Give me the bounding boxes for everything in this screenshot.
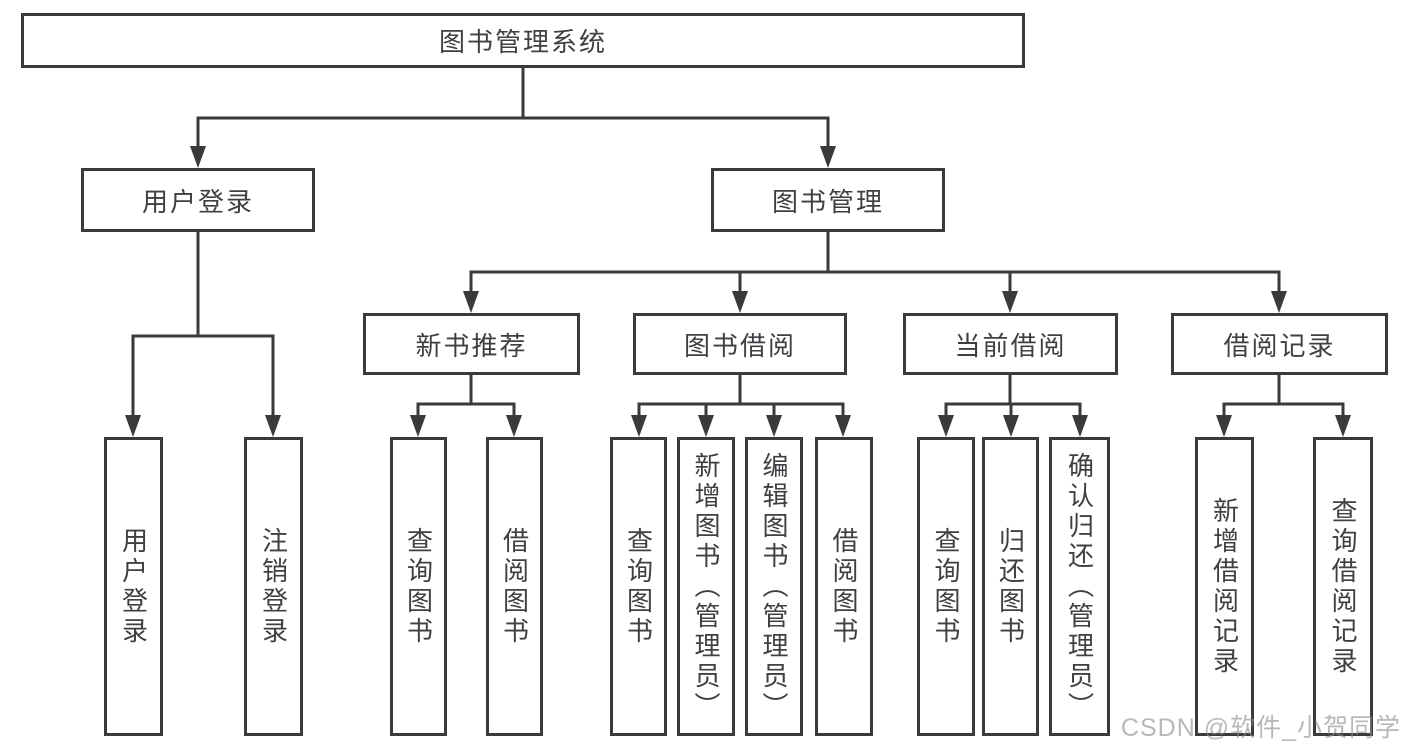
leaf-label: 编辑图书（管理员） [759, 451, 789, 722]
leaf-borrow-books-recommend: 借阅图书 [486, 437, 543, 736]
leaf-label: 用户登录 [118, 526, 149, 647]
node-label: 图书管理系统 [438, 27, 607, 57]
csdn-watermark: CSDN @软件_小贺同学 [1120, 714, 1401, 742]
leaf-label: 查询图书 [931, 526, 961, 647]
leaf-label: 借阅图书 [829, 526, 859, 647]
leaf-query-books-current: 查询图书 [917, 437, 975, 736]
node-borrowing-records: 借阅记录 [1171, 313, 1388, 375]
leaf-label: 新增借阅记录 [1209, 496, 1240, 677]
leaf-label: 查询借阅记录 [1328, 496, 1358, 677]
node-label: 借阅记录 [1223, 330, 1336, 361]
leaf-label: 确认归还（管理员） [1064, 451, 1095, 722]
node-book-borrowing: 图书借阅 [633, 313, 847, 375]
leaf-return-book: 归还图书 [982, 437, 1039, 736]
leaf-label: 查询图书 [623, 526, 654, 647]
leaf-label: 新增图书（管理员） [691, 451, 721, 722]
leaf-edit-book-admin: 编辑图书（管理员） [745, 437, 803, 736]
node-label: 图书管理 [771, 186, 884, 217]
leaf-label: 归还图书 [995, 526, 1026, 647]
node-label: 当前借阅 [954, 330, 1067, 361]
leaf-label: 注销登录 [258, 526, 289, 647]
node-book-management: 图书管理 [711, 168, 945, 232]
node-label: 新书推荐 [415, 330, 528, 361]
leaf-query-borrow-record: 查询借阅记录 [1313, 437, 1373, 736]
node-library-system: 图书管理系统 [21, 13, 1025, 68]
node-label: 用户登录 [141, 186, 254, 217]
node-label: 图书借阅 [683, 330, 796, 361]
leaf-borrow-books-borrowing: 借阅图书 [815, 437, 873, 736]
leaf-logout: 注销登录 [244, 437, 303, 736]
leaf-query-books-borrowing: 查询图书 [610, 437, 667, 736]
leaf-add-borrow-record: 新增借阅记录 [1195, 437, 1254, 736]
node-current-borrowing: 当前借阅 [903, 313, 1118, 375]
leaf-add-book-admin: 新增图书（管理员） [677, 437, 735, 736]
node-user-login-group: 用户登录 [81, 168, 315, 232]
leaf-label: 借阅图书 [499, 526, 530, 647]
node-new-book-recommend: 新书推荐 [363, 313, 580, 375]
leaf-query-books-recommend: 查询图书 [390, 437, 447, 736]
leaf-label: 查询图书 [403, 526, 434, 647]
leaf-user-login: 用户登录 [104, 437, 163, 736]
leaf-confirm-return-admin: 确认归还（管理员） [1049, 437, 1110, 736]
